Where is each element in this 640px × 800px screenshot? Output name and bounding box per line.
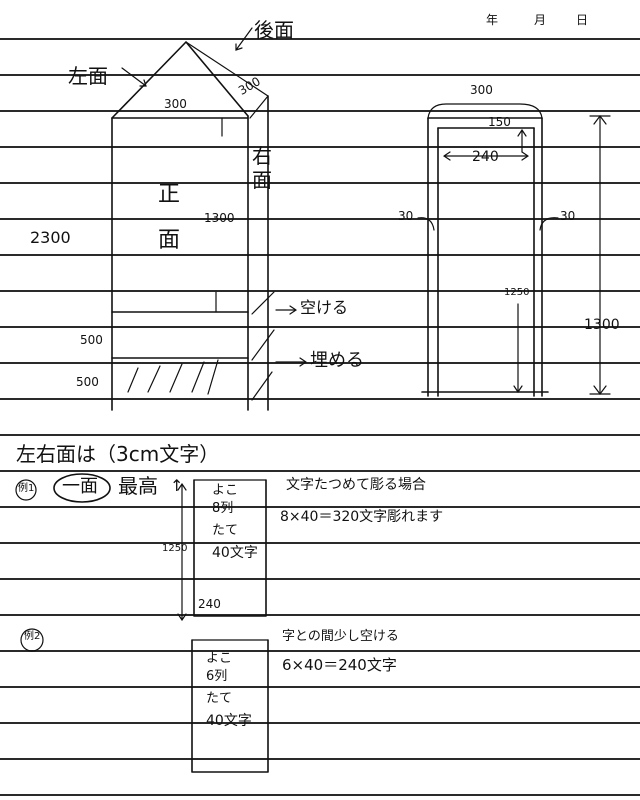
box2-line2: 6列 (206, 669, 228, 684)
bury-arrow (275, 357, 308, 367)
front-elevation (111, 27, 308, 411)
section-inner-width: 240 (472, 149, 499, 165)
hatch-2 (147, 365, 161, 393)
example1-circle (15, 479, 37, 501)
inner-height-label: 1300 (204, 211, 235, 225)
box1-line3: たて (212, 523, 239, 538)
open-space-note: 空ける (300, 298, 349, 317)
right-face-label: 右面 (252, 144, 272, 192)
roof-width-left-label: 300 (164, 97, 187, 111)
example1-label: 最高 (118, 474, 158, 498)
total-height-label: 2300 (30, 228, 71, 247)
box2-line1: よこ (206, 651, 233, 666)
box1-line4: 40文字 (212, 545, 258, 561)
section-outer-height: 1300 (584, 317, 620, 333)
back-face-arrow (235, 27, 253, 51)
section-outer-width: 300 (470, 83, 493, 97)
front-face-label-bottom: 面 (158, 228, 181, 253)
example2-circle (20, 628, 44, 652)
notes-heading: 左右面は（3cm文字） (16, 442, 220, 466)
box2-line4: 40文字 (206, 713, 252, 729)
side-slash-3 (251, 371, 273, 401)
example1-formula: 8×40＝320文字彫れます (280, 509, 444, 525)
example1-circled: 一面 (62, 476, 98, 497)
width-brace (427, 103, 543, 119)
box2-frame (191, 639, 269, 773)
section-wall-left: 30 (398, 209, 414, 223)
example1-height: 1250 (162, 543, 188, 554)
section-top-height: 150 (488, 115, 511, 129)
hatch-5 (207, 359, 219, 395)
header-year: 年 (486, 13, 499, 27)
example1-circled-mark (53, 473, 111, 503)
box1-frame (193, 479, 267, 617)
left-face-label: 左面 (68, 64, 108, 88)
box1-line2: 8列 (212, 501, 234, 516)
hatch-3 (169, 363, 183, 393)
lower-height-label-1: 500 (80, 333, 103, 347)
outer-height-arrow (593, 115, 607, 395)
box2-line3: たて (206, 691, 233, 706)
side-slash-1 (251, 291, 275, 315)
box1-height-arrow (177, 482, 187, 622)
front-face-label-top: 正 (158, 182, 181, 207)
lower-height-label-2: 500 (76, 375, 99, 389)
top-height-arrow (517, 128, 527, 153)
header-day: 日 (576, 13, 589, 27)
side-slash-2 (251, 329, 275, 361)
open-space-arrow (275, 305, 298, 315)
wall-right-marker (539, 217, 559, 231)
wall-left-marker (417, 217, 435, 231)
hatch-1 (127, 367, 139, 393)
hatch-4 (191, 361, 205, 393)
header-month: 月 (534, 13, 547, 27)
example1-up-arrow: ↑ (170, 476, 184, 495)
example1-width: 240 (198, 597, 221, 611)
inner-height-arrow (513, 303, 523, 394)
example2-formula: 6×40＝240文字 (282, 656, 397, 674)
example1-number: 例1 (18, 483, 35, 494)
section-wall-right: 30 (560, 209, 576, 223)
box1-line1: よこ (212, 483, 239, 498)
notes-drawing (15, 473, 269, 773)
example2-number: 例2 (24, 631, 41, 642)
left-face-arrow (121, 67, 147, 87)
section-inner-height: 1250 (504, 287, 530, 298)
side-section (417, 103, 611, 397)
back-face-label: 後面 (254, 18, 294, 42)
inner-width-arrow (442, 151, 530, 161)
example2-note: 字との間少し空ける (282, 629, 399, 644)
bury-note: 埋める (310, 350, 364, 371)
example1-note: 文字たつめて彫る場合 (286, 477, 426, 493)
